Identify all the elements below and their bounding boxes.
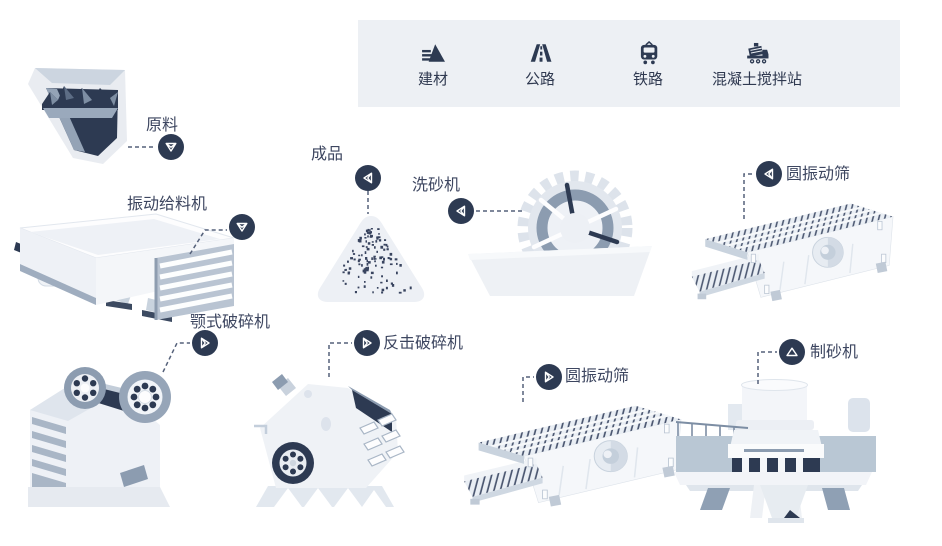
vibrating-screen-top-illustration <box>691 203 894 302</box>
label-vibrating-screen-top: 圆振动筛 <box>786 166 851 183</box>
app-label: 建材 <box>417 70 449 88</box>
flow-marker-sand-maker[interactable] <box>779 339 805 365</box>
applications-bar: 建材 公路 <box>358 20 900 107</box>
jaw-crusher-illustration <box>28 367 171 507</box>
flow-marker-raw-material[interactable] <box>158 134 184 160</box>
arrow-right-icon <box>544 371 554 383</box>
flow-marker-vibrating-screen-bottom[interactable] <box>536 364 562 390</box>
flow-marker-impact-crusher[interactable] <box>354 330 380 356</box>
label-sand-washer: 洗砂机 <box>412 177 461 194</box>
app-label: 混凝土搅拌站 <box>711 70 803 88</box>
impact-crusher-illustration <box>254 374 405 507</box>
flow-marker-vibrating-feeder[interactable] <box>229 214 255 240</box>
flow-marker-sand-washer[interactable] <box>448 198 474 224</box>
app-label: 铁路 <box>632 70 664 88</box>
app-item-building-materials[interactable]: 建材 <box>418 20 448 107</box>
app-label: 公路 <box>524 70 556 88</box>
app-item-concrete-mixing-plant[interactable]: 混凝土搅拌站 <box>712 20 802 107</box>
triangle-up-icon <box>786 347 798 357</box>
label-impact-crusher: 反击破碎机 <box>383 335 464 352</box>
arrow-left-icon <box>456 205 466 217</box>
flow-marker-vibrating-screen-top[interactable] <box>756 161 782 187</box>
arrow-left-icon <box>764 168 774 180</box>
label-sand-maker: 制砂机 <box>810 344 859 361</box>
arrow-down-icon <box>236 222 248 232</box>
label-vibrating-screen-bottom: 圆振动筛 <box>565 368 630 385</box>
railway-icon <box>640 40 658 64</box>
building-materials-icon <box>422 43 445 62</box>
label-finished-product: 成品 <box>311 146 344 163</box>
arrow-down-icon <box>165 142 177 152</box>
label-raw-material: 原料 <box>146 117 179 134</box>
raw-material-hopper-illustration <box>28 68 127 164</box>
highway-icon <box>530 43 552 62</box>
label-jaw-crusher: 颚式破碎机 <box>190 314 271 331</box>
app-item-highway[interactable]: 公路 <box>525 20 555 107</box>
finished-product-pile-illustration <box>317 216 425 302</box>
sand-maker-illustration <box>674 379 876 523</box>
vibrating-feeder-illustration <box>14 213 235 322</box>
arrow-right-icon <box>200 337 210 349</box>
concrete-mixing-plant-icon <box>747 42 769 63</box>
arrow-left-icon <box>363 172 373 184</box>
app-item-railway[interactable]: 铁路 <box>633 20 663 107</box>
arrow-right-icon <box>362 337 372 349</box>
label-vibrating-feeder: 振动给料机 <box>127 196 208 213</box>
flow-marker-jaw-crusher[interactable] <box>192 330 218 356</box>
sand-washer-illustration <box>468 170 652 296</box>
vibrating-screen-bottom-illustration <box>464 405 682 507</box>
flow-marker-finished-product[interactable] <box>355 165 381 191</box>
